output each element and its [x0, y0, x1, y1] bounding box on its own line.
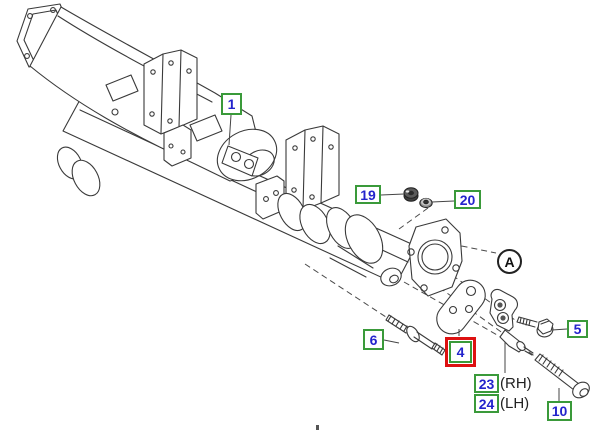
callout-5-label: 5: [573, 321, 582, 337]
callout-24-label: 24: [478, 395, 495, 412]
page-mark: [316, 425, 319, 430]
flange-bolt-long-drawing: [534, 353, 590, 399]
nut-drawing: [403, 187, 419, 202]
view-marker-a: A: [497, 249, 522, 274]
callout-6[interactable]: 6: [363, 329, 384, 350]
housing-cylinders-drawing: [277, 192, 402, 287]
callout-20[interactable]: 20: [454, 190, 481, 209]
callout-20-label: 20: [459, 191, 476, 208]
washer-drawing: [419, 197, 433, 209]
flange-bolt-short-drawing: [516, 316, 554, 338]
mounting-bracket-front-drawing: [143, 49, 198, 135]
callout-24-suffix: (LH): [500, 395, 530, 412]
callout-10[interactable]: 10: [547, 401, 572, 421]
callout-4-label: 4: [456, 344, 465, 360]
gasket-plate-drawing: [436, 279, 486, 335]
callout-1-label: 1: [227, 96, 236, 112]
left-bushing-drawing: [56, 146, 101, 197]
callout-6-label: 6: [369, 331, 378, 348]
outlet-flange-drawing: [407, 218, 463, 297]
callout-4-highlight[interactable]: 4: [445, 337, 476, 367]
lever-bracket-drawing: [489, 289, 534, 356]
beam-plates-drawing: [163, 124, 285, 220]
callout-19-label: 19: [360, 186, 376, 203]
callout-4[interactable]: 4: [449, 341, 472, 363]
callout-1[interactable]: 1: [221, 93, 242, 115]
callout-leader-lines: [228, 114, 568, 401]
callout-24[interactable]: 24: [474, 394, 499, 413]
view-marker-a-label: A: [504, 253, 515, 270]
callout-5[interactable]: 5: [567, 320, 588, 338]
stud-drawing: [385, 314, 446, 356]
callout-23[interactable]: 23: [474, 374, 499, 393]
mounting-bracket-rear-drawing: [285, 125, 340, 211]
callout-23-suffix: (RH): [500, 375, 532, 392]
callout-10-label: 10: [551, 403, 568, 419]
callout-23-label: 23: [478, 375, 495, 392]
callout-19[interactable]: 19: [355, 185, 381, 204]
